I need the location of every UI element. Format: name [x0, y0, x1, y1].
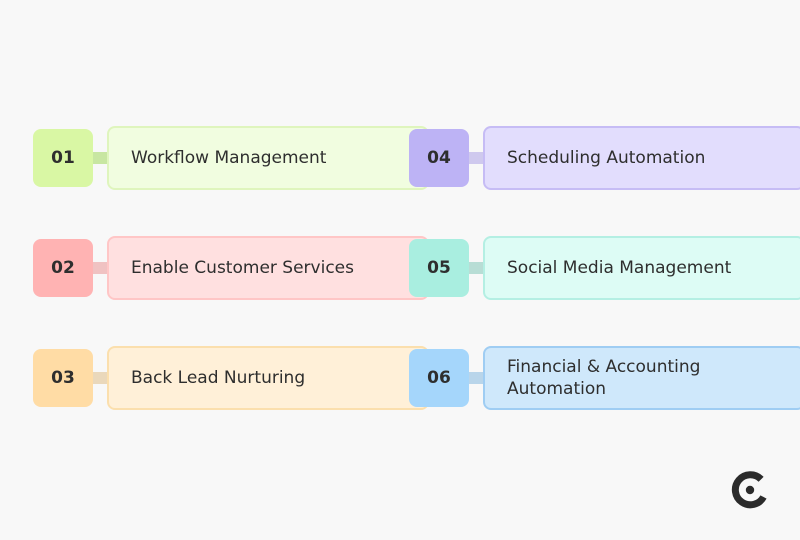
item-label-card: Back Lead Nurturing [107, 346, 429, 410]
connector [469, 262, 483, 274]
item-label-card: Scheduling Automation [483, 126, 800, 190]
item-number-badge: 04 [409, 129, 469, 187]
brand-logo-icon [730, 470, 770, 510]
item-label-card: Enable Customer Services [107, 236, 429, 300]
item-label: Back Lead Nurturing [131, 368, 306, 388]
item-label: Social Media Management [507, 258, 732, 278]
connector [93, 372, 107, 384]
item-number-badge: 03 [33, 349, 93, 407]
item-number-badge: 02 [33, 239, 93, 297]
item-label: Financial & Accounting Automation [507, 357, 701, 399]
connector [93, 262, 107, 274]
item-label-card: Social Media Management [483, 236, 800, 300]
item-label: Scheduling Automation [507, 148, 706, 168]
connector [469, 372, 483, 384]
item-label-card: Financial & Accounting Automation [483, 346, 800, 410]
item-label: Workflow Management [131, 148, 327, 168]
item-number-badge: 01 [33, 129, 93, 187]
item-label: Enable Customer Services [131, 258, 354, 278]
connector [93, 152, 107, 164]
item-number-badge: 06 [409, 349, 469, 407]
item-label-card: Workflow Management [107, 126, 429, 190]
item-number-badge: 05 [409, 239, 469, 297]
connector [469, 152, 483, 164]
